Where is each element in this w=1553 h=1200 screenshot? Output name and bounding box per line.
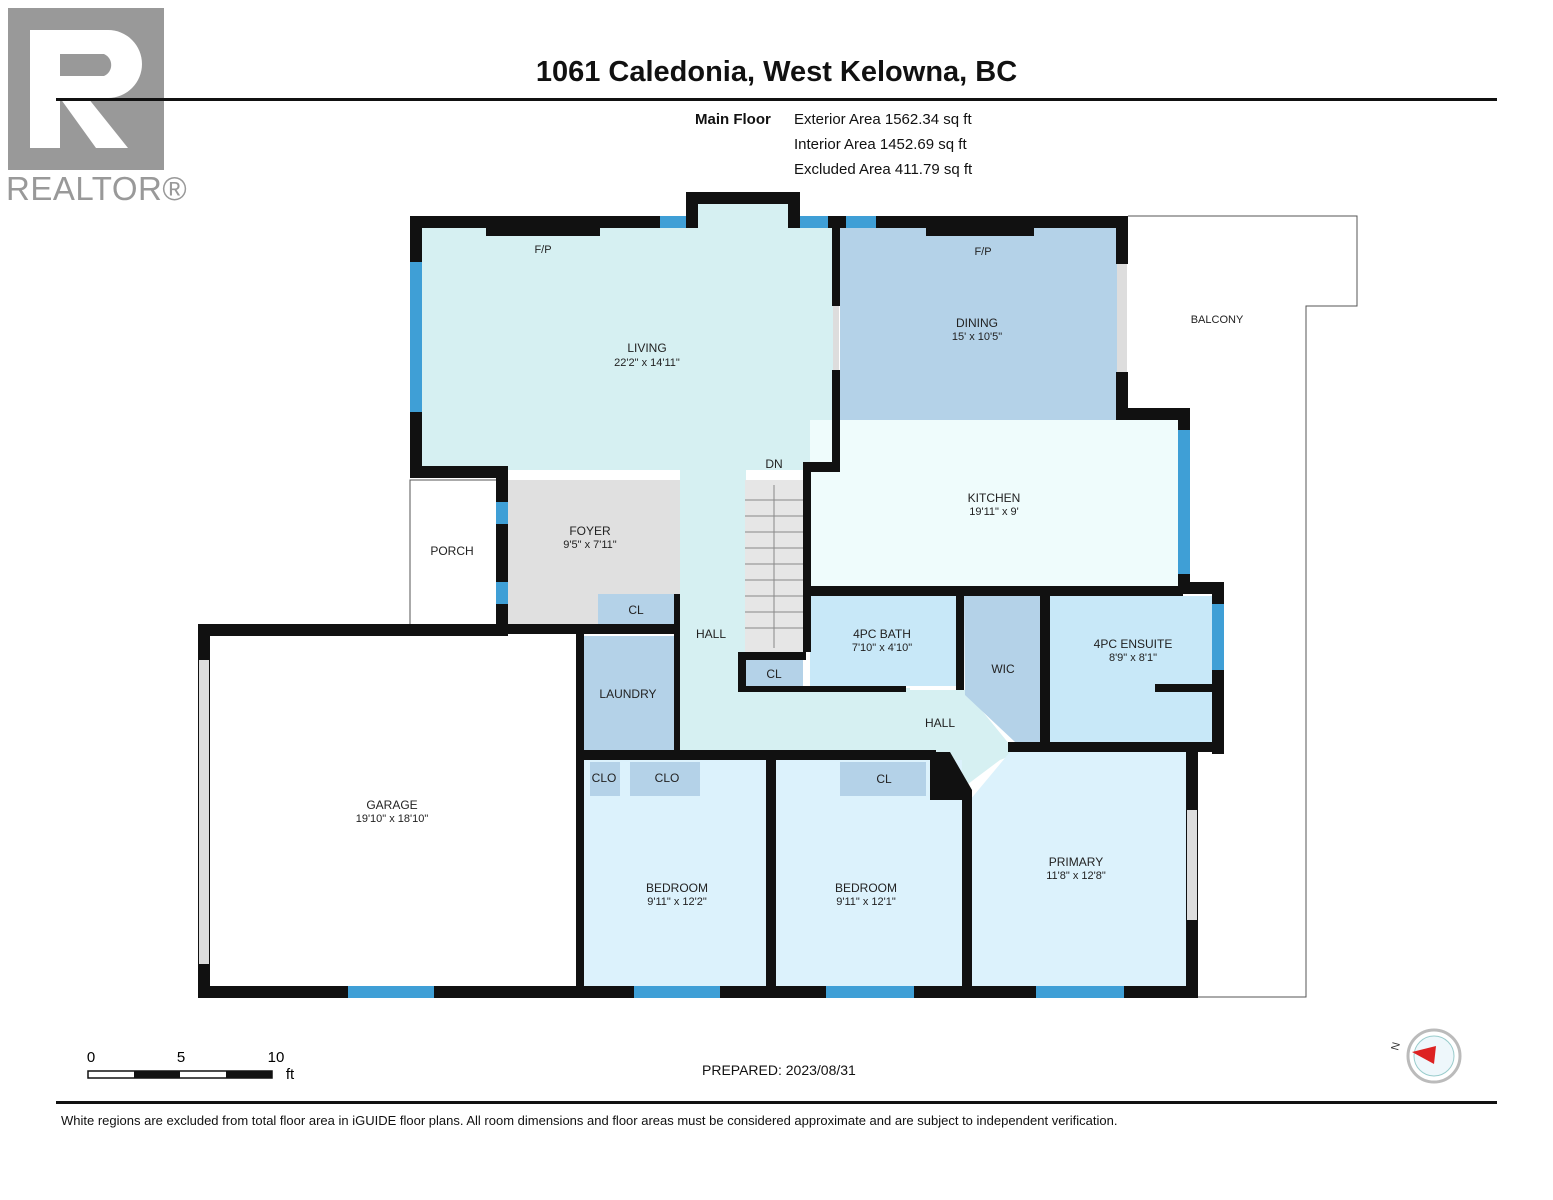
cl-bed2-name: CL	[876, 772, 892, 786]
page-title: 1061 Caledonia, West Kelowna, BC	[535, 56, 1018, 88]
foyer-name: FOYER	[569, 524, 611, 538]
prepared-date: PREPARED: 2023/08/31	[702, 1062, 856, 1078]
primary-dims: 11'8" x 12'8"	[1046, 870, 1106, 882]
dining-dims: 15' x 10'5"	[952, 331, 1002, 343]
porch-name: PORCH	[430, 544, 473, 558]
bedroom-1-name: BEDROOM	[646, 881, 708, 895]
scale-5: 5	[177, 1049, 185, 1066]
windows	[348, 216, 1224, 998]
interior-area: Interior Area 1452.69 sq ft	[794, 136, 967, 153]
realtor-logo	[8, 8, 183, 208]
garage-dims: 19'10" x 18'10"	[356, 813, 429, 825]
laundry-name: LAUNDRY	[599, 687, 656, 701]
room-kitchen	[810, 420, 1180, 588]
room-living	[420, 228, 834, 470]
balcony-name: BALCONY	[1191, 314, 1244, 326]
room-wic	[964, 596, 1040, 742]
excluded-area: Excluded Area 411.79 sq ft	[794, 161, 973, 178]
ensuite-name: 4PC ENSUITE	[1094, 637, 1173, 651]
room-cl-bed2	[840, 762, 926, 796]
bath-name: 4PC BATH	[853, 627, 911, 641]
kitchen-dims: 19'11" x 9'	[969, 506, 1019, 518]
room-dining	[840, 228, 1118, 420]
bedroom-2-dims: 9'11" x 12'1"	[836, 896, 896, 908]
clo-2-name: CLO	[655, 771, 680, 785]
scale-unit: ft	[286, 1066, 295, 1083]
living-bay	[697, 200, 792, 230]
exterior-area: Exterior Area 1562.34 sq ft	[794, 111, 972, 128]
room-4pc-ensuite	[1050, 596, 1212, 742]
disclaimer: White regions are excluded from total fl…	[61, 1113, 1118, 1128]
compass-north-label: N	[1389, 1041, 1403, 1052]
living-dims: 22'2" x 14'11"	[614, 357, 680, 369]
footer-divider	[56, 1101, 1497, 1104]
ensuite-dims: 8'9" x 8'1"	[1109, 652, 1157, 664]
bedroom-1-dims: 9'11" x 12'2"	[647, 896, 707, 908]
scale-bar: 0 5 10 ft	[87, 1049, 295, 1083]
wic-name: WIC	[991, 662, 1015, 676]
porch-outline	[409, 479, 501, 627]
room-cl-foyer	[598, 594, 674, 626]
header-divider	[56, 98, 1497, 101]
hall-lower	[680, 688, 910, 752]
room-4pc-bath	[810, 596, 956, 686]
bath-dims: 7'10" x 4'10"	[852, 642, 912, 654]
room-laundry	[584, 636, 676, 752]
stairs-down-label: DN	[765, 457, 782, 471]
cl-hall-name: CL	[766, 667, 782, 681]
foyer-dims: 9'5" x 7'11"	[563, 539, 616, 551]
kitchen-name: KITCHEN	[968, 491, 1021, 505]
fireplace-dining	[926, 226, 1034, 236]
garage-name: GARAGE	[366, 798, 417, 812]
fp-living-label: F/P	[534, 244, 551, 256]
realtor-logo-text: REALTOR®	[6, 170, 188, 207]
room-primary	[970, 752, 1188, 986]
cl-foyer-name: CL	[628, 603, 644, 617]
room-bedroom-1	[584, 760, 766, 986]
compass-icon: N	[1389, 1028, 1462, 1084]
fp-dining-label: F/P	[974, 246, 991, 258]
balcony-outline	[1128, 215, 1358, 998]
bedroom-2-name: BEDROOM	[835, 881, 897, 895]
walls	[198, 192, 1224, 998]
clo-1-name: CLO	[592, 771, 617, 785]
room-hall-2	[905, 690, 1040, 790]
room-cl-hall	[745, 660, 803, 688]
fireplace-living	[486, 226, 600, 236]
scale-0: 0	[87, 1049, 95, 1066]
room-garage	[208, 636, 578, 988]
hall-name: HALL	[696, 627, 726, 641]
scale-10: 10	[268, 1049, 285, 1066]
floor-label: Main Floor	[695, 111, 771, 128]
living-name: LIVING	[627, 341, 666, 355]
primary-name: PRIMARY	[1049, 855, 1103, 869]
dining-name: DINING	[956, 316, 998, 330]
stair-treads	[745, 485, 803, 648]
hall-2-name: HALL	[925, 716, 955, 730]
